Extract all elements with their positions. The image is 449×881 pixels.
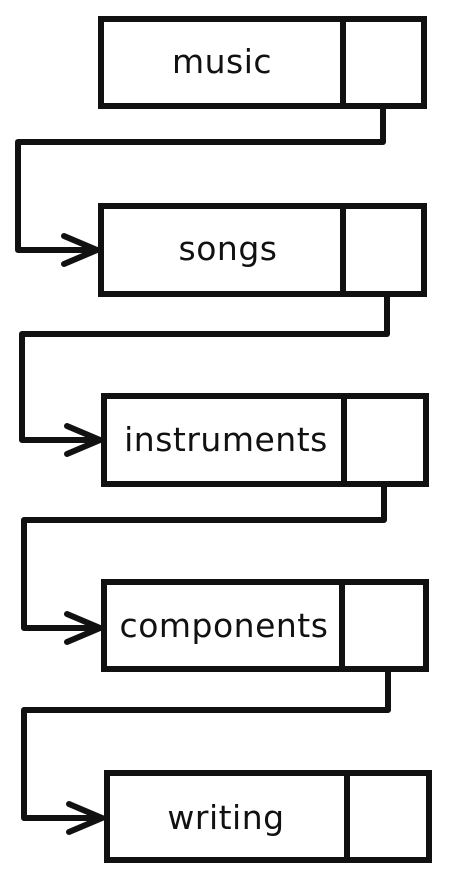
list-node: components [101, 579, 429, 672]
next-pointer-arrow [19, 291, 390, 457]
arrowhead-icon [64, 423, 103, 457]
node-label: music [172, 42, 272, 81]
node-label: instruments [124, 420, 328, 459]
arrowhead-icon [66, 801, 105, 835]
node-pointer-box [339, 579, 429, 672]
list-node: writing [104, 770, 432, 863]
node-label: components [120, 606, 329, 645]
node-value-box [101, 579, 345, 672]
node-label: writing [167, 798, 284, 837]
node-value-box [98, 16, 346, 109]
arrowhead-icon [64, 611, 103, 645]
list-node: music [98, 16, 427, 109]
list-node: instruments [101, 393, 429, 487]
arrowhead-icon [61, 233, 100, 267]
node-pointer-box [341, 393, 429, 487]
next-pointer-arrow [15, 103, 386, 267]
list-node: songs [98, 203, 427, 297]
node-value-box [101, 393, 347, 487]
node-pointer-box [340, 203, 427, 297]
next-pointer-arrow [21, 666, 391, 835]
node-pointer-box [344, 770, 432, 863]
next-pointer-arrow [21, 481, 387, 645]
node-pointer-box [340, 16, 427, 109]
node-label: songs [179, 229, 278, 268]
